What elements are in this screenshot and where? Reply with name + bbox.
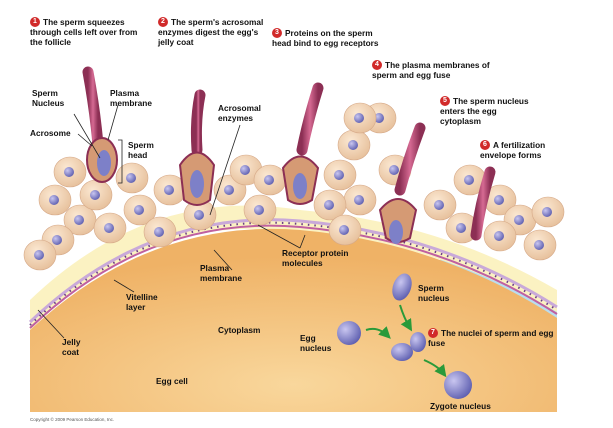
zygote-nucleus (444, 371, 472, 399)
follicle-cells (23, 102, 565, 271)
label-vitelline-layer: Vitelline layer (126, 292, 158, 312)
follicle-cell (115, 162, 149, 194)
label-jelly-coat: Jelly coat (62, 337, 81, 357)
follicle-cell (483, 184, 517, 216)
step-2-text: The sperm's acrosomal enzymes digest the… (158, 17, 264, 47)
arrow-egg-nucleus (365, 326, 391, 339)
follicle-cell (483, 220, 517, 252)
follicle-cell (343, 184, 377, 216)
label-receptor-protein-molecules: Receptor protein molecules (282, 248, 349, 268)
arrow-sperm-nucleus (399, 304, 413, 332)
label-acrosomal-enzymes: Acrosomal enzymes (218, 103, 261, 123)
step-3-number: 3 (272, 28, 282, 38)
follicle-cell (63, 204, 97, 236)
sperm-cells (82, 66, 496, 244)
follicle-cell (23, 239, 57, 271)
follicle-cell (423, 189, 457, 221)
step-6-text: A fertilization envelope forms (480, 140, 546, 160)
step-3-text: Proteins on the sperm head bind to egg r… (272, 28, 379, 48)
follicle-cell (313, 189, 347, 221)
follicle-cell (531, 196, 565, 228)
follicle-cell (93, 212, 127, 244)
label-egg-cell: Egg cell (156, 376, 188, 386)
step-5-number: 5 (440, 96, 450, 106)
step-4-number: 4 (372, 60, 382, 70)
step-1-text: The sperm squeezes through cells left ov… (30, 17, 138, 47)
step-7-number: 7 (428, 328, 438, 338)
follicle-cell (143, 216, 177, 248)
label-sperm-nucleus-inside: Sperm nucleus (418, 283, 450, 303)
label-egg-nucleus: Egg nucleus (300, 333, 332, 353)
follicle-cell (523, 229, 557, 261)
follicle-cell (343, 102, 377, 134)
follicle-cell (445, 212, 479, 244)
arrow-zygote (423, 359, 447, 378)
step-4-text: The plasma membranes of sperm and egg fu… (372, 60, 490, 80)
sperm-nucleus-inside (392, 273, 412, 301)
step-1-number: 1 (30, 17, 40, 27)
copyright-notice: Copyright © 2009 Pearson Education, Inc. (30, 417, 115, 422)
label-acrosome: Acrosome (30, 128, 71, 138)
egg-cell-body (30, 228, 557, 412)
fusing-nuclei (391, 332, 426, 361)
step-5-text: The sperm nucleus enters the egg cytopla… (440, 96, 529, 126)
follicle-cell (253, 164, 287, 196)
egg-nucleus (337, 321, 361, 345)
follicle-cell (328, 214, 362, 246)
follicle-cell (337, 129, 371, 161)
follicle-cell (53, 156, 87, 188)
leader-lines (37, 104, 306, 339)
follicle-cell (323, 159, 357, 191)
follicle-cell (38, 184, 72, 216)
plasma-membrane-line (29, 224, 558, 329)
label-sperm-head: Sperm head (128, 140, 154, 160)
follicle-cell (453, 164, 487, 196)
label-sperm-nucleus: Sperm Nucleus (32, 88, 65, 108)
step-7-text: The nuclei of sperm and egg fuse (428, 328, 554, 348)
label-plasma-membrane-egg: Plasma membrane (200, 263, 242, 283)
follicle-cell (123, 194, 157, 226)
step-6-number: 6 (480, 140, 490, 150)
label-cytoplasm: Cytoplasm (218, 325, 261, 335)
follicle-cell (79, 179, 113, 211)
follicle-cell (243, 194, 277, 226)
follicle-cell (153, 174, 187, 206)
label-zygote-nucleus: Zygote nucleus (430, 401, 491, 411)
step-2-number: 2 (158, 17, 168, 27)
vitelline-layer-line (28, 218, 558, 324)
label-plasma-membrane-sperm: Plasma membrane (110, 88, 152, 108)
